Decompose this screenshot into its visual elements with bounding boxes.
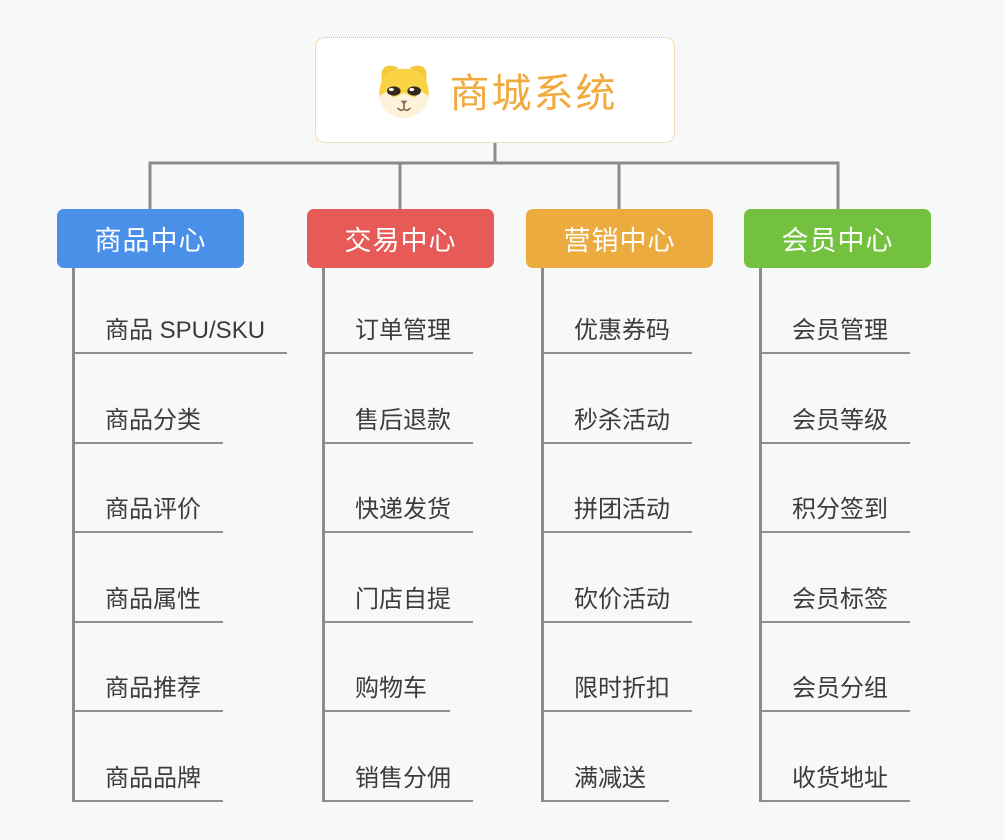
leaf-node[interactable]: 拼团活动	[541, 444, 692, 533]
leaf-node[interactable]: 商品属性	[72, 533, 223, 623]
root-node[interactable]: 商城系统	[315, 37, 675, 143]
leaf-node[interactable]: 会员等级	[759, 354, 910, 444]
leaf-node[interactable]: 满减送	[541, 712, 669, 802]
leaf-node[interactable]: 订单管理	[322, 268, 473, 354]
leaf-node[interactable]: 会员标签	[759, 533, 910, 623]
branch-column-trade: 订单管理 售后退款 快递发货 门店自提 购物车 销售分佣	[322, 268, 473, 802]
branch-node-trade-center[interactable]: 交易中心	[307, 209, 494, 268]
leaf-node[interactable]: 售后退款	[322, 354, 473, 444]
leaf-node[interactable]: 限时折扣	[541, 623, 692, 712]
leaf-node[interactable]: 收货地址	[759, 712, 910, 802]
leaf-node[interactable]: 商品 SPU/SKU	[72, 268, 288, 354]
leaf-node[interactable]: 销售分佣	[322, 712, 473, 802]
dog-face-icon	[373, 59, 435, 121]
branch-node-member-center[interactable]: 会员中心	[744, 209, 931, 268]
branch-node-marketing-center[interactable]: 营销中心	[526, 209, 713, 268]
leaf-node[interactable]: 快递发货	[322, 444, 473, 533]
leaf-node[interactable]: 积分签到	[759, 444, 910, 533]
leaf-node[interactable]: 会员分组	[759, 623, 910, 712]
leaf-node[interactable]: 会员管理	[759, 268, 910, 354]
leaf-node[interactable]: 门店自提	[322, 533, 473, 623]
branch-label: 交易中心	[344, 226, 457, 256]
branch-column-product: 商品 SPU/SKU 商品分类 商品评价 商品属性 商品推荐 商品品牌	[72, 268, 288, 802]
leaf-node[interactable]: 商品分类	[72, 354, 223, 444]
root-title: 商城系统	[449, 72, 618, 116]
leaf-node[interactable]: 砍价活动	[541, 533, 692, 623]
branch-label: 营销中心	[563, 226, 676, 256]
branch-label: 商品中心	[94, 226, 207, 256]
leaf-node[interactable]: 秒杀活动	[541, 354, 692, 444]
leaf-node[interactable]: 商品品牌	[72, 712, 223, 802]
leaf-node[interactable]: 商品推荐	[72, 623, 223, 712]
leaf-node[interactable]: 购物车	[322, 623, 450, 712]
branch-column-marketing: 优惠券码 秒杀活动 拼团活动 砍价活动 限时折扣 满减送	[541, 268, 692, 802]
branch-label: 会员中心	[781, 226, 894, 256]
branch-node-product-center[interactable]: 商品中心	[57, 209, 244, 268]
branch-column-member: 会员管理 会员等级 积分签到 会员标签 会员分组 收货地址	[759, 268, 910, 802]
leaf-node[interactable]: 商品评价	[72, 444, 223, 533]
leaf-node[interactable]: 优惠券码	[541, 268, 692, 354]
